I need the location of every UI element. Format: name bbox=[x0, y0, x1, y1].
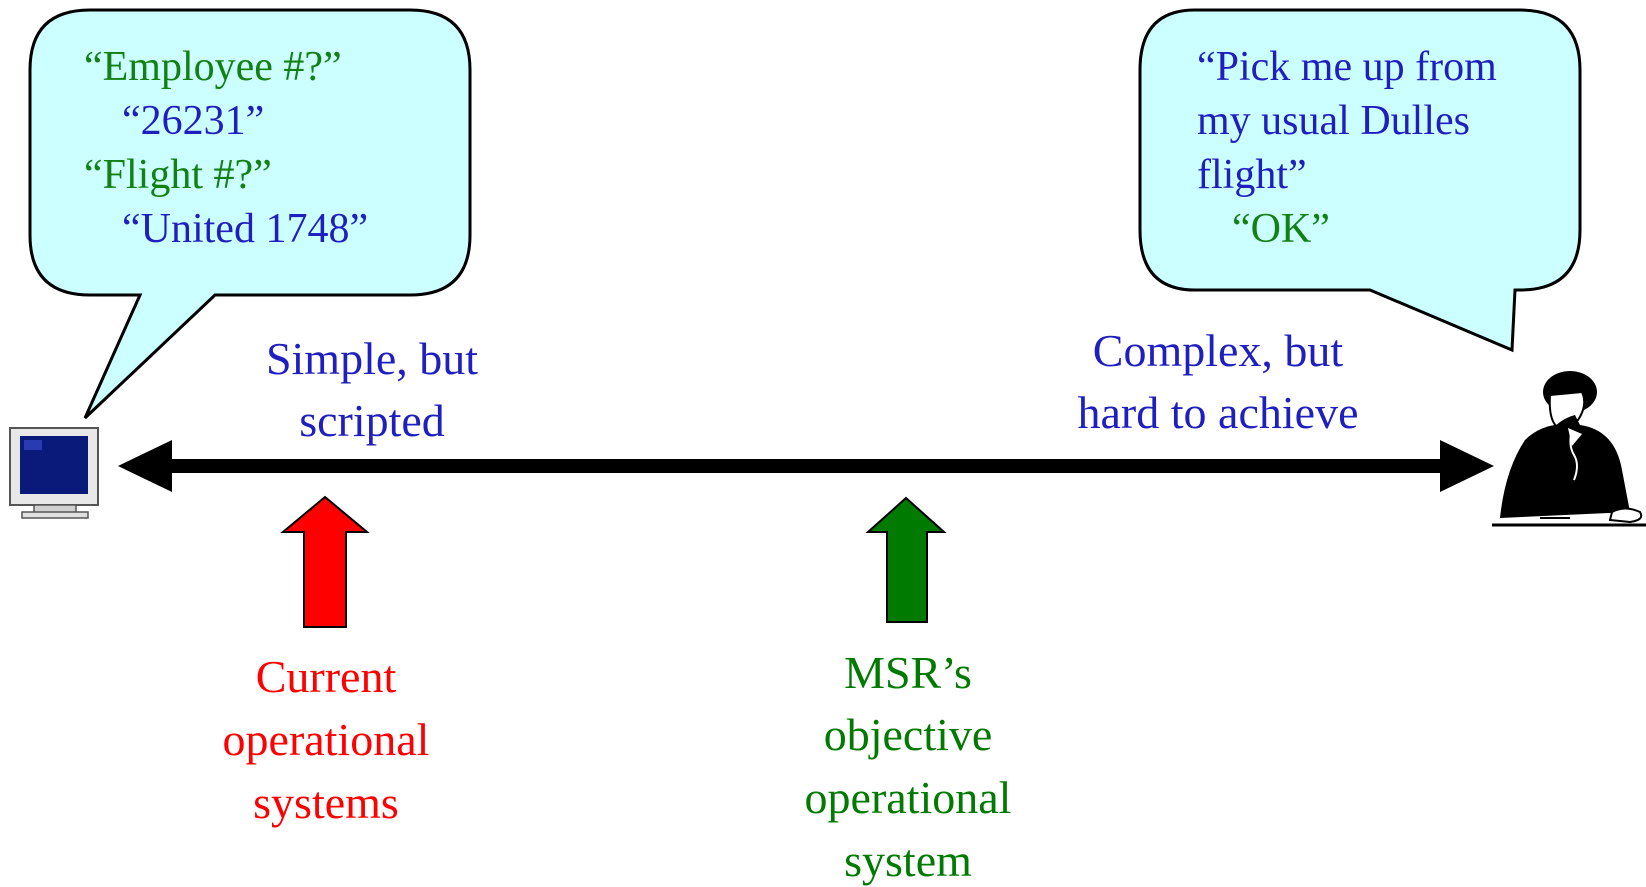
left-spectrum-label: Simple, but scripted bbox=[266, 333, 478, 446]
objective-system-arrow-shape bbox=[865, 496, 947, 623]
person-on-phone-icon bbox=[1492, 371, 1646, 527]
objective-system-label-line-2: objective bbox=[824, 709, 993, 760]
right-bubble-line-2: my usual Dulles bbox=[1197, 98, 1470, 144]
objective-system-label-line-1: MSR’s bbox=[844, 647, 972, 698]
left-bubble-line-4: “United 1748” bbox=[122, 206, 368, 252]
left-bubble-line-1: “Employee #?” bbox=[84, 44, 342, 90]
current-systems-label: Current operational systems bbox=[223, 651, 430, 828]
right-spectrum-label: Complex, but hard to achieve bbox=[1078, 325, 1359, 438]
current-systems-label-line-3: systems bbox=[253, 777, 399, 828]
spectrum-arrow-right-head bbox=[1440, 440, 1494, 492]
current-systems-arrow-shape bbox=[280, 495, 370, 628]
left-bubble-line-3: “Flight #?” bbox=[84, 152, 272, 198]
right-spectrum-label-line-2: hard to achieve bbox=[1078, 387, 1359, 438]
left-bubble-shape bbox=[28, 8, 472, 420]
objective-system-label-line-4: system bbox=[844, 835, 972, 886]
objective-system-label: MSR’s objective operational system bbox=[805, 647, 1012, 886]
spectrum-arrow bbox=[118, 440, 1494, 492]
right-bubble-line-1: “Pick me up from bbox=[1197, 44, 1497, 90]
left-speech-bubble: “Employee #?” “26231” “Flight #?” “Unite… bbox=[28, 8, 472, 420]
objective-system-label-line-3: operational bbox=[805, 772, 1012, 823]
right-bubble-shape bbox=[1138, 8, 1582, 353]
right-speech-bubble: “Pick me up from my usual Dulles flight”… bbox=[1138, 8, 1582, 353]
spectrum-arrow-shaft bbox=[160, 459, 1460, 473]
left-spectrum-label-line-1: Simple, but bbox=[266, 333, 478, 384]
left-spectrum-label-line-2: scripted bbox=[299, 395, 445, 446]
right-spectrum-label-line-1: Complex, but bbox=[1093, 325, 1344, 376]
right-bubble-line-3: flight” bbox=[1197, 152, 1307, 198]
spectrum-arrow-left-head bbox=[118, 440, 172, 492]
current-systems-arrow bbox=[280, 495, 370, 628]
current-systems-label-line-2: operational bbox=[223, 714, 430, 765]
current-systems-label-line-1: Current bbox=[256, 651, 397, 702]
right-bubble-line-4: “OK” bbox=[1232, 206, 1330, 252]
left-bubble-line-2: “26231” bbox=[122, 98, 264, 144]
objective-system-arrow bbox=[865, 496, 947, 623]
computer-monitor-icon bbox=[9, 427, 99, 519]
